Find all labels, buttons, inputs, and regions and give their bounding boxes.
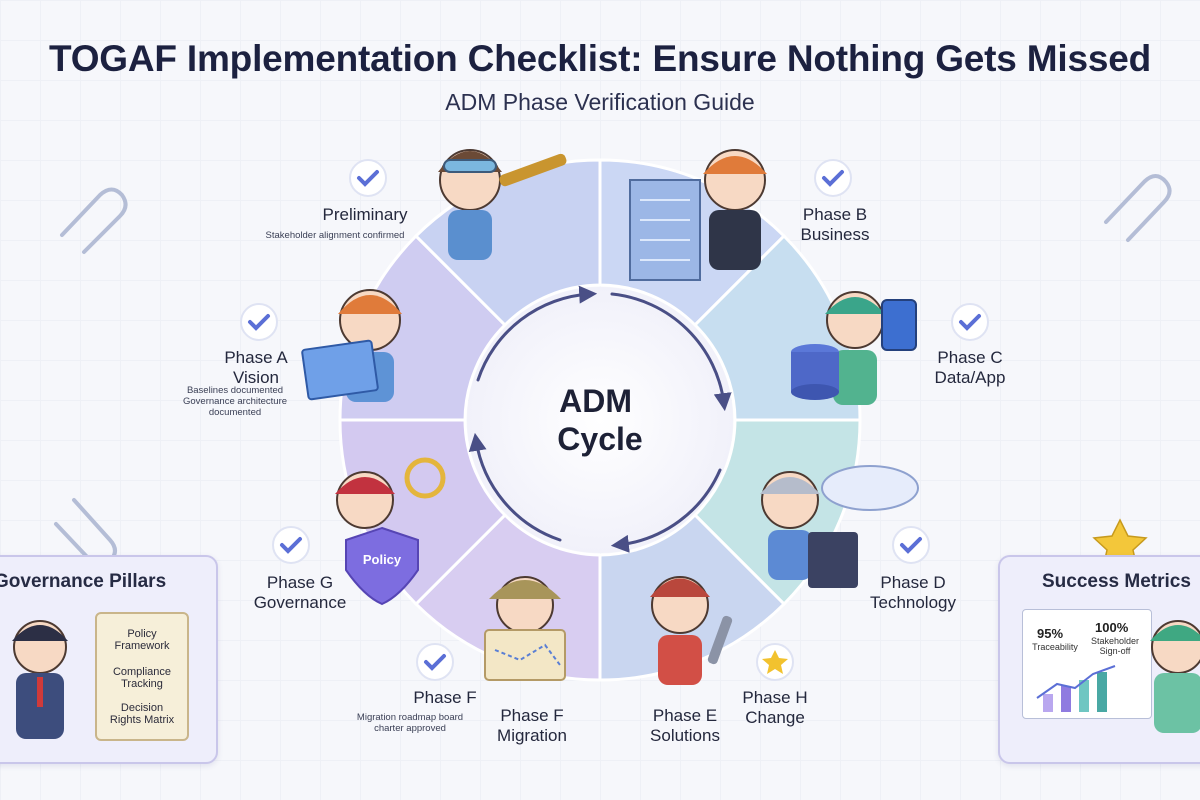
label-preliminary: Preliminary: [322, 205, 408, 224]
label-phase-e: Phase E Solutions: [650, 706, 720, 745]
note-preliminary: Stakeholder alignment confirmed: [265, 230, 405, 241]
label-phase-f-side: Phase F: [413, 688, 477, 707]
governance-item-decision-rights: Decision Rights Matrix: [109, 702, 175, 726]
center-label: ADM Cycle: [557, 383, 642, 457]
metric-label-signoff: Stakeholder Sign-off: [1090, 636, 1140, 656]
check-icon: [272, 526, 310, 564]
label-phase-b: Phase B Business: [800, 205, 870, 244]
technology-character: [760, 471, 820, 580]
metrics-board: 95% Traceability 100% Stakeholder Sign-o…: [1022, 609, 1152, 719]
metrics-character: [1150, 620, 1200, 733]
governance-pillars-title: Governance Pillars: [0, 571, 167, 592]
label-phase-a: Phase A Vision: [224, 348, 288, 387]
cycle-arrows: [468, 285, 732, 553]
map-scroll-icon: [484, 629, 566, 681]
note-phase-f: Migration roadmap board charter approved: [356, 712, 464, 734]
cloud-icon: [821, 465, 919, 511]
governance-character: [12, 620, 68, 739]
shield-label: Policy: [362, 552, 402, 567]
tablet-icon: [881, 299, 917, 351]
shield-icon: [345, 526, 419, 606]
explorer-character: [438, 149, 567, 260]
governance-pillars-panel: Governance Pillars Policy Framework Comp…: [0, 555, 218, 764]
label-phase-h: Phase H Change: [742, 688, 808, 727]
metric-label-traceability: Traceability: [1032, 642, 1078, 652]
blueprint-icon: [301, 339, 379, 401]
check-icon: [814, 159, 852, 197]
check-icon: [416, 643, 454, 681]
check-icon: [951, 303, 989, 341]
database-icon: [791, 344, 839, 400]
metric-value-signoff: 100%: [1095, 620, 1129, 635]
metrics-bar-icon: [1036, 665, 1116, 712]
success-metrics-panel: Success Metrics 95% Traceability 100% St…: [998, 555, 1200, 764]
note-phase-a: Baselines documented Governance architec…: [182, 385, 288, 418]
label-phase-g: Phase G Governance: [253, 573, 347, 612]
page-subtitle: ADM Phase Verification Guide: [445, 89, 755, 115]
center-disk: [467, 287, 733, 553]
wrench-icon: [707, 615, 733, 665]
star-icon: [756, 643, 794, 681]
success-metrics-title: Success Metrics: [1042, 571, 1191, 592]
governance-item-compliance-tracking: Compliance Tracking: [112, 666, 172, 690]
data-character: [825, 291, 885, 405]
server-icon: [808, 532, 858, 588]
check-icon: [240, 303, 278, 341]
label-phase-f: Phase F Migration: [497, 706, 567, 745]
check-badges: [240, 159, 989, 681]
business-character: [703, 149, 767, 270]
metric-value-traceability: 95%: [1037, 626, 1064, 641]
migration-character: [489, 576, 561, 634]
governance-character: [335, 471, 395, 529]
refresh-icon: [404, 457, 446, 499]
label-phase-c: Phase C Data/App: [934, 348, 1006, 387]
check-icon: [892, 526, 930, 564]
page-title: TOGAF Implementation Checklist: Ensure N…: [49, 38, 1151, 79]
label-phase-d: Phase D Technology: [869, 573, 956, 612]
governance-item-policy-framework: Policy Framework: [114, 628, 170, 652]
solutions-character: [650, 576, 710, 685]
building-icon: [629, 179, 701, 281]
governance-scroll: Policy Framework Compliance Tracking Dec…: [95, 612, 189, 741]
check-icon: [349, 159, 387, 197]
character-figures: [301, 149, 919, 685]
